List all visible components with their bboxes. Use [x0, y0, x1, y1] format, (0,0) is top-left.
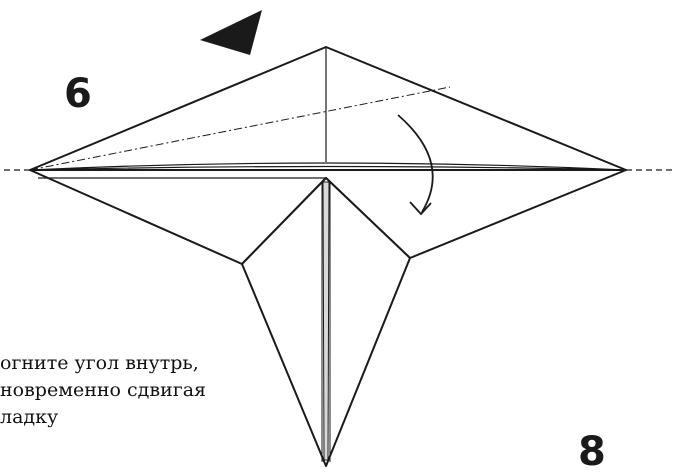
fold-arrow-head-icon: [409, 201, 432, 216]
fold-arrow-curve: [397, 114, 434, 213]
instruction-line-3: ладку: [0, 406, 59, 428]
upper-flap: [29, 46, 627, 171]
wing-thin-layers: [29, 162, 627, 171]
tail-shaded-center: [322, 181, 330, 461]
step-number-next: 8: [578, 429, 606, 475]
view-direction-arrow-icon: [200, 10, 262, 55]
dash-dot-fold-line: [29, 86, 451, 171]
instruction-line-2: новременно сдвигая: [0, 379, 207, 401]
instruction-text: огните угол внутрь, новременно сдвигая л…: [0, 350, 206, 431]
step-number-current: 6: [64, 71, 92, 117]
instruction-line-1: огните угол внутрь,: [0, 352, 199, 374]
